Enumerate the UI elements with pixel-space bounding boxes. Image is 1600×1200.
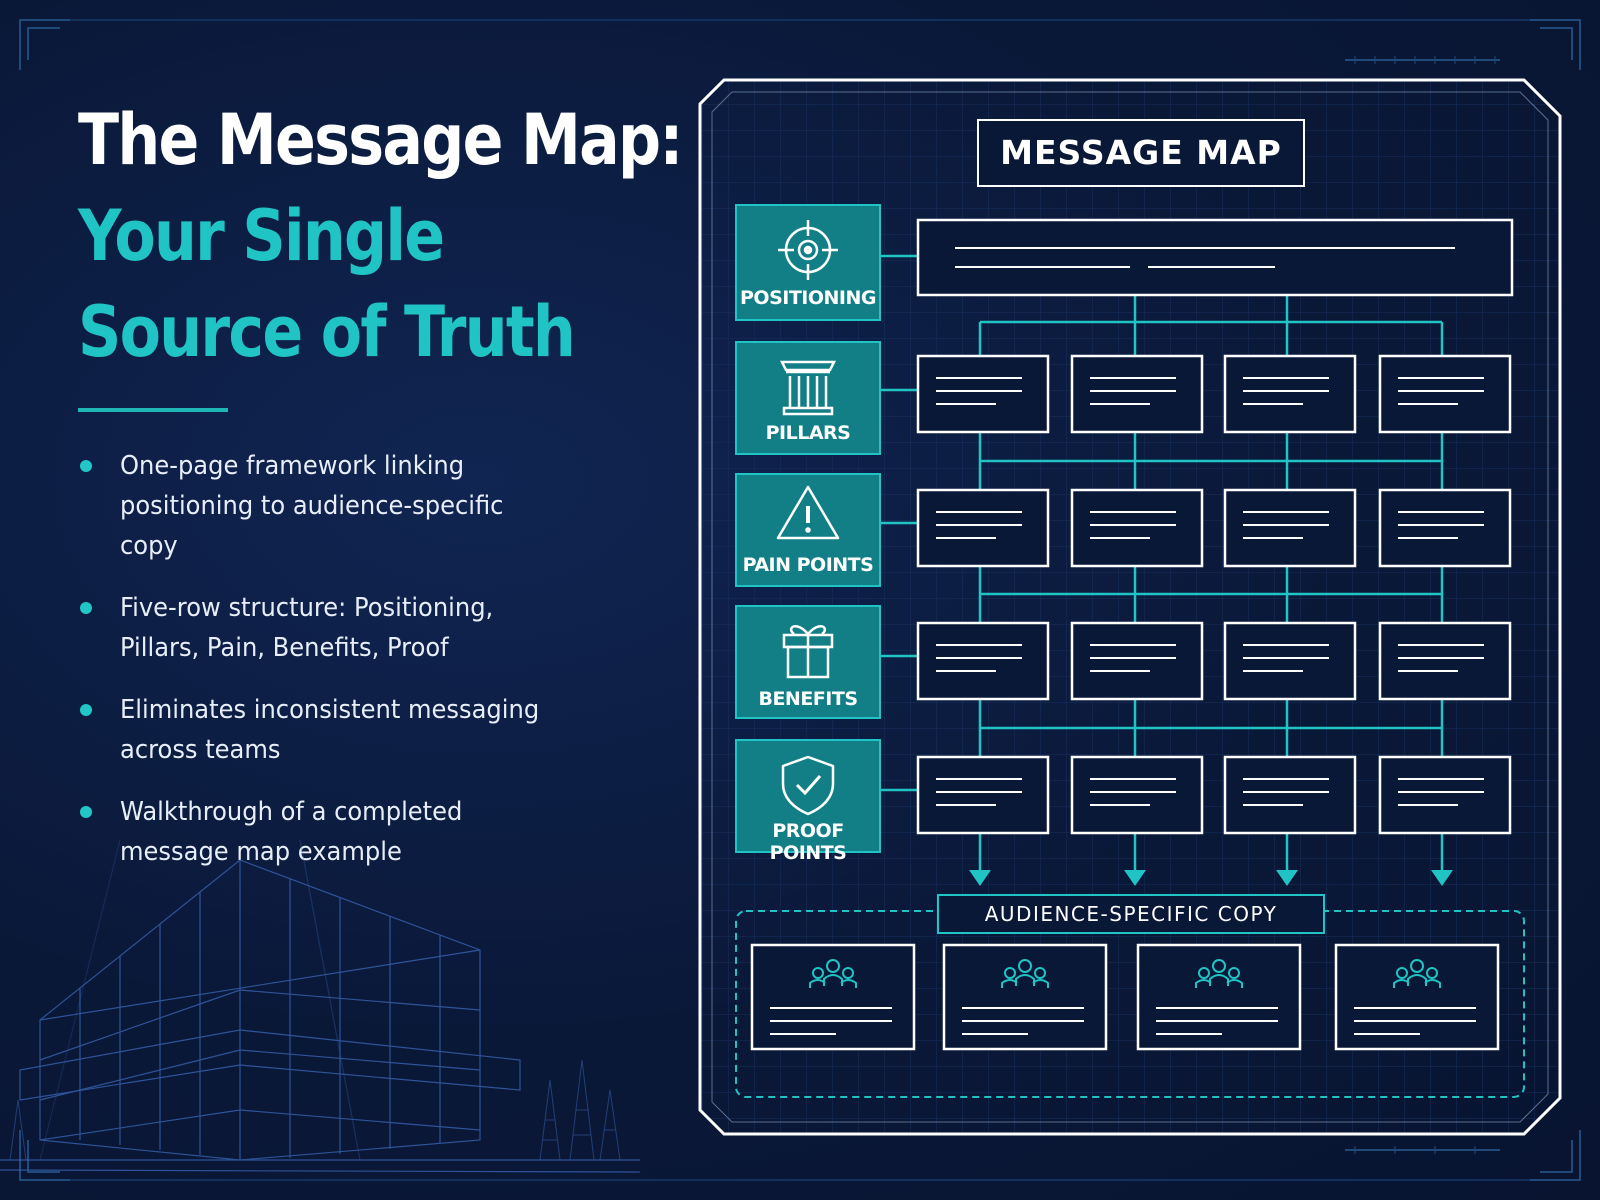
bullet-text: Eliminates inconsistent messaging [120,695,540,725]
audience-card [750,943,916,1051]
people-group-icon [809,959,857,988]
message-cell [916,621,1050,701]
bullet-text: across teams [120,735,281,765]
message-cell [1378,755,1512,835]
bullet-dot [80,460,92,472]
bullet-item: Eliminates inconsistent messaging across… [78,690,598,770]
headline: The Message Map: Your Single Source of T… [78,92,780,380]
message-cell [1223,755,1357,835]
building-wireframe-illustration [0,840,640,1173]
row-label-benefits: BENEFITS [758,688,858,710]
connector-lines [880,254,1444,872]
bullet-text: One-page framework linking [120,451,465,481]
message-cell [1223,621,1357,701]
people-group-icon [1195,959,1243,988]
bullet-text: message map example [120,837,402,867]
bullet-dot [80,602,92,614]
message-cell [1070,488,1204,568]
bullet-text: positioning to audience-specific copy [120,491,504,561]
row-label-proof-points: PROOF POINTS [769,820,847,864]
bullet-item: One-page framework linking positioning t… [78,446,598,566]
headline-line-3: Source of Truth [78,291,576,373]
people-group-icon [1001,959,1049,988]
audience-card [1334,943,1500,1051]
headline-line-2: Your Single [78,195,445,277]
headline-underline [78,408,228,412]
message-cell [1070,621,1204,701]
warning-icon [776,485,840,540]
bullet-text: Five-row structure: Positioning, [120,593,494,623]
shield-check-icon [781,755,835,816]
bullet-dot [80,806,92,818]
map-title: MESSAGE MAP [1000,133,1282,172]
message-cell [1378,354,1512,434]
audience-cards [750,943,1500,1051]
people-group-icon [1393,959,1441,988]
bullet-text: Walkthrough of a completed [120,797,463,827]
message-cell [1223,354,1357,434]
message-cell [1223,488,1357,568]
target-icon [778,220,838,280]
message-cell [916,755,1050,835]
arrow-heads [969,870,1453,886]
message-cell [1378,488,1512,568]
row-label-positioning: POSITIONING [740,287,876,309]
bullet-dot [80,704,92,716]
bullet-item: Walkthrough of a completed message map e… [78,792,598,872]
row-label-pain-points: PAIN POINTS [742,554,874,576]
panel-frame [698,78,1562,1136]
pillar-icon [779,360,837,416]
audience-title-box [937,894,1325,934]
positioning-statement-box [916,218,1514,297]
bullet-list: One-page framework linking positioning t… [78,446,598,894]
audience-section-title: AUDIENCE-SPECIFIC COPY [984,902,1278,926]
audience-card [942,943,1108,1051]
map-title-box [977,119,1305,187]
headline-line-1: The Message Map: [78,99,684,181]
message-cells [916,354,1512,835]
bullet-item: Five-row structure: Positioning, Pillars… [78,588,598,668]
row-label-pillars: PILLARS [765,422,851,444]
gift-icon [782,625,834,679]
message-cell [1070,354,1204,434]
message-cell [1070,755,1204,835]
message-cell [1378,621,1512,701]
audience-card [1136,943,1302,1051]
message-cell [916,354,1050,434]
message-cell [916,488,1050,568]
bullet-text: Pillars, Pain, Benefits, Proof [120,633,449,663]
